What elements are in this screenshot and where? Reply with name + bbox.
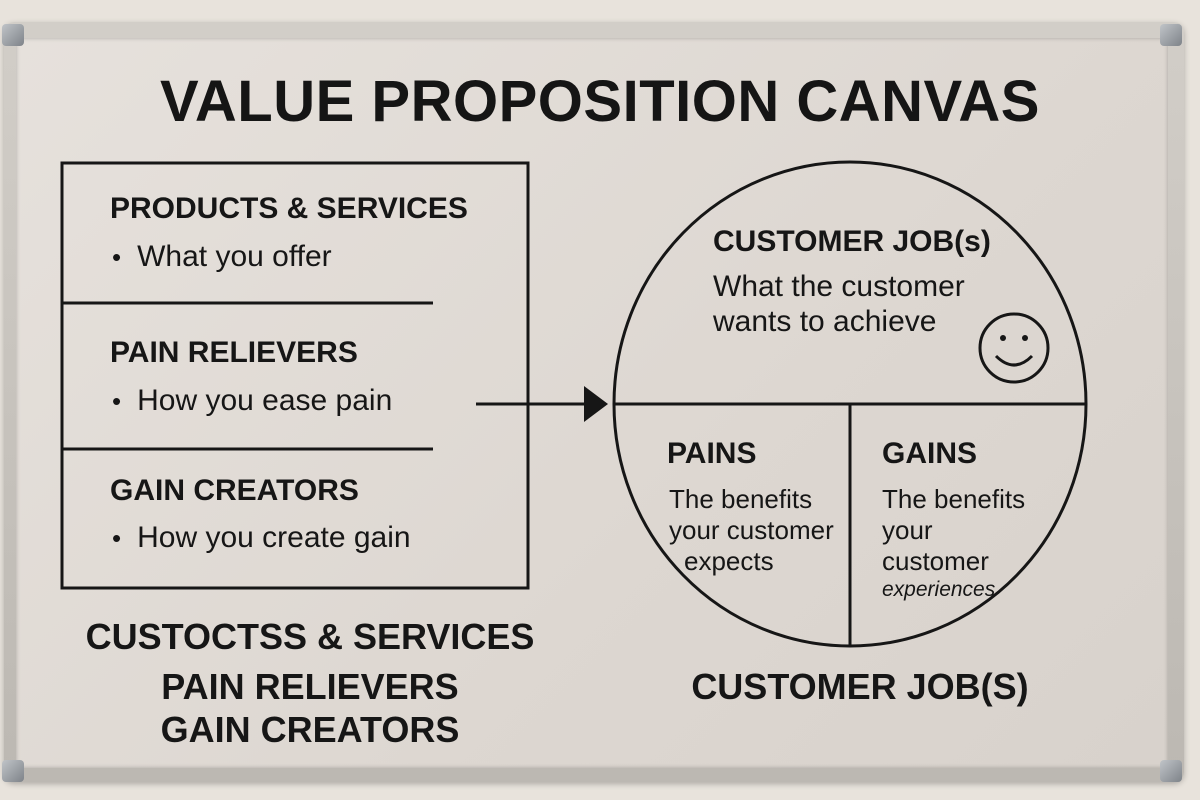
arrow-head-icon [584,386,608,422]
gains-heading: GAINS [882,437,978,470]
gains-line-3: customer [882,546,989,576]
frame-corner-bottom-left [2,760,24,782]
frame-corner-bottom-right [1160,760,1182,782]
products-services-bullet: What you offer [112,240,332,274]
customer-jobs-line-2: wants to achieve [713,305,937,338]
products-services-heading: PRODUCTS & SERVICES [110,192,468,225]
frame-corner-top-left [2,24,24,46]
customer-jobs-line-1: What the customer [713,270,965,303]
value-map-box [60,161,530,590]
pains-line-2: your customer [669,515,834,545]
customer-profile-caption: CUSTOMER JOB(S) [691,666,1029,707]
pain-relievers-heading: PAIN RELIEVERS [110,336,358,369]
value-map-caption-line-3: GAIN CREATORS [160,709,460,750]
frame-corner-top-right [1160,24,1182,46]
gain-creators-bullet: How you create gain [112,521,411,555]
gains-line-1: The benefits [882,484,1026,514]
gains-line-4: experiences [882,578,996,601]
canvas-title: VALUE PROPOSITION CANVAS [160,69,1040,134]
smiley-icon [978,312,1050,384]
pain-relievers-bullet: How you ease pain [112,384,392,418]
pains-line-1: The benefits [669,484,813,514]
value-map-caption-line-2: PAIN RELIEVERS [161,666,459,707]
gain-creators-heading: GAIN CREATORS [110,474,359,507]
value-map-caption-line-1: CUSTOCTSS & SERVICES [85,616,535,657]
gains-line-2: your [882,515,933,545]
pains-heading: PAINS [667,437,757,470]
pains-line-3: expects [684,546,774,576]
customer-jobs-heading: CUSTOMER JOB(s) [713,225,991,258]
